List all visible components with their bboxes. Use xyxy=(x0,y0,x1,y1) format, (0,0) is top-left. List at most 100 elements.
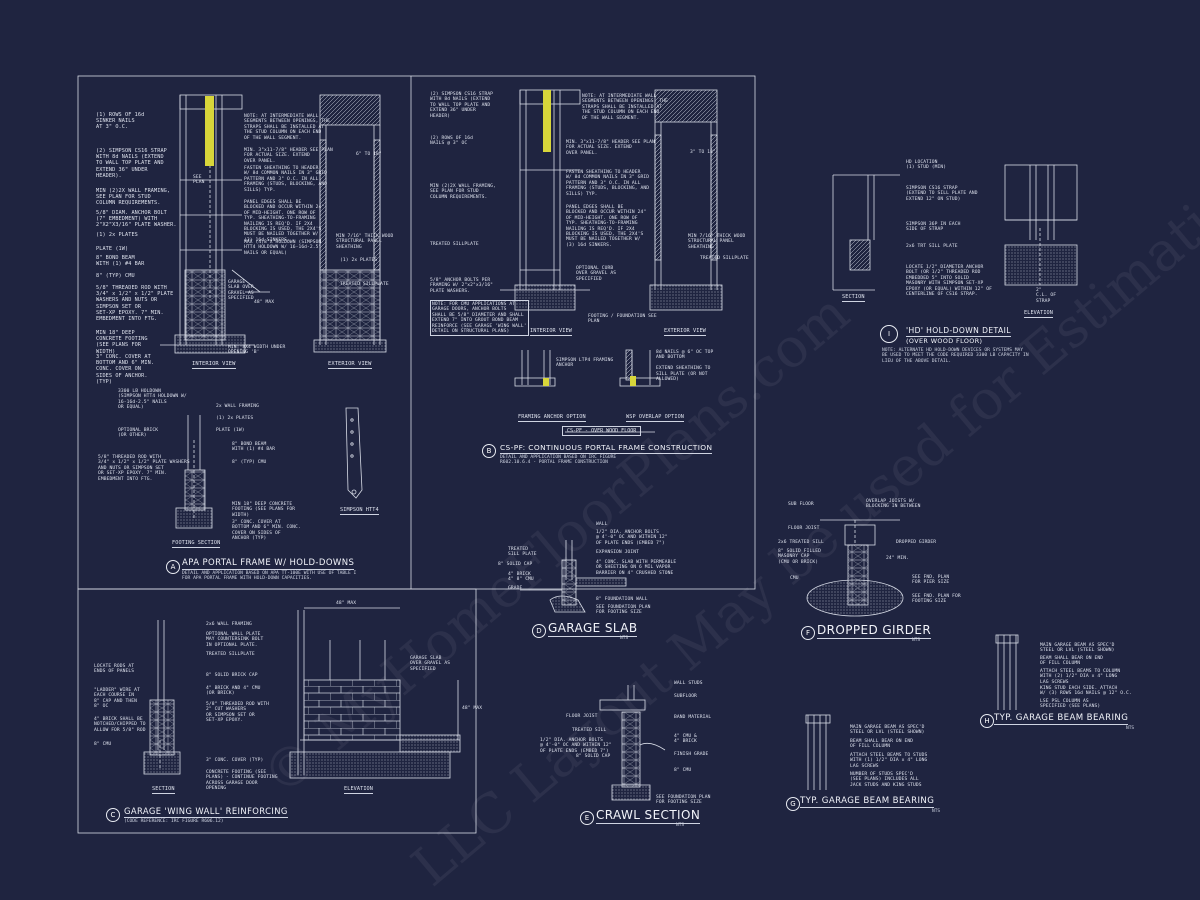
detail-b-mid-note-3: FASTEN SHEATHING TO HEADER W/ 8d COMMON … xyxy=(566,170,650,197)
detail-a-footing-note-1: 3300 LB HOLDOWN (SIMPSON HTT4 HOLDOWN W/… xyxy=(118,389,187,411)
detail-i-section-label: SECTION xyxy=(842,294,865,303)
detail-c-mid-7: 3" CONC. COVER (TYP) xyxy=(206,758,264,763)
detail-a-mid-note-4: PANEL EDGES SHALL BE BLOCKED AND OCCUR W… xyxy=(244,200,325,243)
detail-c-note-right: GARAGE SLAB OVER GRAVEL AS SPECIFIED xyxy=(410,656,451,672)
detail-b-overlap-highlight xyxy=(630,376,636,386)
detail-b-subtitle: DETAIL AND APPLICATION BASED ON IRC FIGU… xyxy=(500,455,617,466)
detail-a-mid-note-1: NOTE: AT INTERMEDIATE WALL SEGMENTS BETW… xyxy=(244,114,330,141)
detail-c-dim-side: 48" MAX xyxy=(462,706,483,711)
detail-b-mid-note-4: PANEL EDGES SHALL BE BLOCKED AND OCCUR W… xyxy=(566,205,647,248)
detail-a-mid-note-7: TREATED SILLPLATE xyxy=(340,282,389,287)
detail-h-title: TYP. GARAGE BEAM BEARING xyxy=(994,713,1129,725)
detail-c-elevation-drawing xyxy=(289,607,461,779)
detail-e-left-3: 1/2" DIA. ANCHOR BOLTS @ 4'-0" OC AND WI… xyxy=(540,738,612,754)
detail-b-mid-note-8: FOOTING / FOUNDATION SEE PLAN xyxy=(588,314,657,325)
detail-h-note-3: ATTACH STEEL BEAMS TO COLUMN WITH (2) 1/… xyxy=(1040,669,1121,685)
detail-e-note-6: 8" CMU xyxy=(674,768,692,773)
detail-e-left-4: 8" SOLID CAP xyxy=(576,754,611,759)
detail-f-note-9: SEE FND. PLAN FOR FOOTING SIZE xyxy=(912,594,961,605)
detail-b-overlap-note: 8d NAILS @ 6" OC TOP AND BOTTOM EXTEND S… xyxy=(656,350,714,383)
detail-b-note-4: TREATED SILLPLATE xyxy=(430,242,479,247)
detail-a-note-8: 8" (TYP) CMU xyxy=(96,273,135,279)
detail-b-mid-note-5: MIN 7/16" THICK WOOD STRUCTURAL PANEL SH… xyxy=(688,234,746,250)
detail-d-drawing xyxy=(520,540,627,613)
detail-d-note-3: EXPANSION JOINT xyxy=(596,550,639,555)
detail-d-note-2: 1/2" DIA. ANCHOR BOLTS @ 4'-0" OC AND WI… xyxy=(596,530,668,546)
detail-g-note-1: MAIN GARAGE BEAM AS SPEC'D STEEL OR LVL … xyxy=(850,725,925,736)
detail-a-mid-note-8: MAX (4)8'X HOLDOWN (SIMPSON HTT4 HOLDOWN… xyxy=(244,240,322,256)
detail-c-section-label: SECTION xyxy=(152,786,175,795)
detail-a-exterior-label: EXTERIOR VIEW xyxy=(328,361,372,370)
detail-d-title: GARAGE SLAB xyxy=(548,621,638,637)
detail-e-nts: NTS xyxy=(676,823,685,828)
detail-b-exterior-label: EXTERIOR VIEW xyxy=(664,328,706,337)
detail-g-nts: NTS xyxy=(932,809,941,814)
detail-i-note-2: SIMPSON CS16 STRAP (EXTEND TO SILL PLATE… xyxy=(906,186,978,202)
detail-a-interior-drawing xyxy=(160,94,270,354)
detail-f-nts: NTS xyxy=(912,638,921,643)
detail-a-note-2: (2) SIMPSON CS16 STRAP WITH 8d NAILS (EX… xyxy=(96,148,167,179)
detail-e-note-7: SEE FOUNDATION PLAN FOR FOOTING SIZE xyxy=(656,795,711,806)
detail-h-note-1: MAIN GARAGE BEAM AS SPEC'D STEEL OR LVL … xyxy=(1040,643,1115,654)
detail-g-note-3: ATTACH STEEL BEAMS TO STUDS WITH (1) 1/2… xyxy=(850,753,928,769)
detail-f-marker: F xyxy=(801,626,815,640)
detail-d-note-5: 8" FOUNDATION WALL xyxy=(596,597,648,602)
detail-b-note-3: MIN (2)2X WALL FRAMING, SEE PLAN FOR STU… xyxy=(430,184,496,200)
detail-a-footing-note-3: 5/8" THREADED ROD WITH 3/4" x 1/2" x 1/2… xyxy=(98,455,190,482)
detail-b-note-2: (2) ROWS OF 16d NAILS @ 3" OC xyxy=(430,136,473,147)
detail-a-mid-note-9: GARAGE SLAB OVER GRAVEL AS SPECIFIED xyxy=(228,280,254,302)
detail-a-footing-note-r5: 8" (TYP) CMU xyxy=(232,460,267,465)
detail-c-mid-2: OPTIONAL WALL PLATE MAY COUNTERSINK BOLT… xyxy=(206,632,264,648)
detail-b-mid-note-6: TREATED SILLPLATE xyxy=(700,256,749,261)
detail-c-mid-5: 4" BRICK AND 4" CMU (OR BRICK) xyxy=(206,686,261,697)
detail-b-overlap-label: WSP OVERLAP OPTION xyxy=(626,414,685,423)
detail-b-mid-note-2: MIN. 3"x11-7/8" HEADER SEE PLAN FOR ACTU… xyxy=(566,140,655,156)
detail-a-footing-note-r7: 3" CONC. COVER AT BOTTOM AND 6" MIN. CON… xyxy=(232,520,301,542)
detail-a-mid-note-3: FASTEN SHEATHING TO HEADER W/ 8d COMMON … xyxy=(244,166,328,193)
frame-bottom-left xyxy=(77,588,477,834)
detail-b-note-1: (2) SIMPSON CS16 STRAP WITH 8d NAILS (EX… xyxy=(430,92,494,119)
detail-f-note-4: 2x6 TREATED SILL xyxy=(778,540,824,545)
detail-i-title: 'HD' HOLD-DOWN DETAIL xyxy=(906,326,1011,337)
detail-c-elevation-label: ELEVATION xyxy=(344,786,374,795)
detail-e-marker: E xyxy=(580,811,594,825)
detail-h-note-2: BEAM SHALL BEAR ON END OF FILL COLUMN xyxy=(1040,656,1104,667)
detail-c-title: GARAGE 'WING WALL' REINFORCING xyxy=(124,806,288,818)
detail-c-marker: C xyxy=(106,808,120,822)
detail-c-dim-top: 48" MAX xyxy=(336,601,357,606)
detail-a-note-6: PLATE (1W) xyxy=(96,246,129,252)
detail-e-note-4: 4" CMU & 4" BRICK xyxy=(674,734,697,745)
detail-i-note-1: HD LOCATION (1) STUD (MIN) xyxy=(906,160,947,171)
detail-a-note-11: 3" CONC. COVER AT BOTTOM AND 6" MIN. CON… xyxy=(96,354,155,385)
detail-a-footing-note-r4: 8" BOND BEAM WITH (1) #4 BAR xyxy=(232,442,275,453)
detail-a-footing-note-r6: MIN 18" DEEP CONCRETE FOOTING (SEE PLANS… xyxy=(232,502,296,518)
detail-g-drawing xyxy=(805,714,831,790)
detail-a-note-10: MIN 18" DEEP CONCRETE FOOTING (SEE PLANS… xyxy=(96,330,148,355)
detail-a-footing-drawing xyxy=(175,415,213,529)
detail-a-footing-note-r3: PLATE (1W) xyxy=(216,428,245,433)
detail-a-note-9: 5/8" THREADED ROD WITH 3/4" x 1/2" x 1/2… xyxy=(96,285,174,323)
detail-a-note-1: (1) ROWS OF 16d SINKER NAILS AT 3" O.C. xyxy=(96,112,145,131)
detail-a-marker: A xyxy=(166,560,180,574)
detail-a-note-5: (1) 2x PLATES xyxy=(96,232,138,238)
detail-b-interior-drawing xyxy=(500,89,590,311)
detail-e-note-2: SUBFLOOR xyxy=(674,694,697,699)
detail-c-mid-4: 8" SOLID BRICK CAP xyxy=(206,673,258,678)
detail-a-dim-tow: 6" TO 18" xyxy=(356,152,382,157)
detail-a-footing-note-r2: (1) 2x PLATES xyxy=(216,416,254,421)
detail-f-note-5: DROPPED GIRDER xyxy=(896,540,937,545)
detail-f-note-6: 8" SOLID FILLED MASONRY CAP (CMU OR BRIC… xyxy=(778,549,821,565)
detail-a-strap-highlight xyxy=(205,96,214,166)
detail-a-footing-note-2: OPTIONAL BRICK (OR OTHER) xyxy=(118,428,159,439)
detail-g-marker: G xyxy=(786,797,800,811)
detail-c-section-drawing xyxy=(143,620,181,775)
detail-a-note-7: 8" BOND BEAM WITH (1) #4 BAR xyxy=(96,255,145,268)
detail-c-note-1: LOCATE RODS AT ENDS OF PANELS xyxy=(94,664,135,675)
detail-c-note-2: "LADDER" WIRE AT EACH COURSE IN 8" CAP A… xyxy=(94,688,140,710)
detail-a-interior-label: INTERIOR VIEW xyxy=(192,361,236,370)
detail-d-left-2: 8" SOLID CAP xyxy=(498,562,533,567)
detail-f-note-3: FLOOR JOIST xyxy=(788,526,820,531)
detail-b-marker: B xyxy=(482,444,496,458)
detail-a-note-4: 5/8" DIAM. ANCHOR BOLT (7" EMBEDMENT) WI… xyxy=(96,210,177,229)
detail-a-dim-width: SEE PLAN xyxy=(193,175,205,186)
